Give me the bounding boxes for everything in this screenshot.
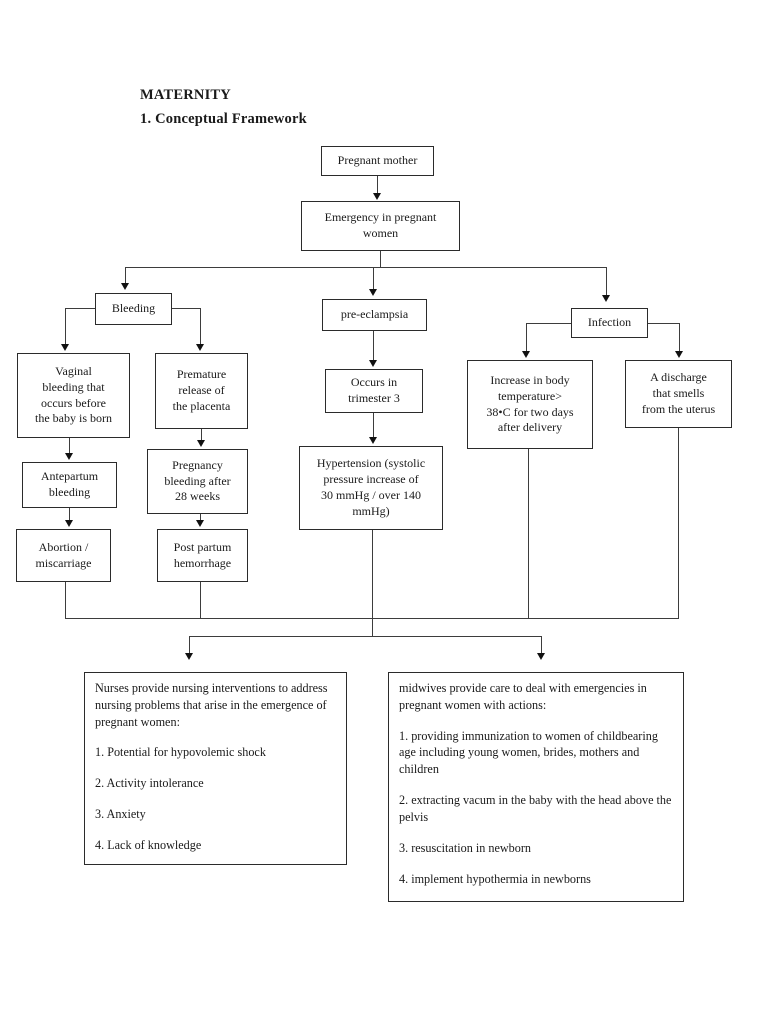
arrow-down-icon: [197, 440, 205, 447]
nurses-intro: Nurses provide nursing interventions to …: [95, 681, 328, 729]
arrow-down-icon: [65, 453, 73, 460]
arrow-down-icon: [369, 289, 377, 296]
connector-line: [200, 582, 201, 618]
arrow-down-icon: [369, 360, 377, 367]
connector-line: [380, 251, 381, 268]
connector-line: [65, 582, 66, 618]
connector-line: [201, 429, 202, 440]
connector-line: [541, 636, 542, 653]
connector-line: [373, 413, 374, 437]
connector-line: [679, 323, 680, 351]
node-infection: Infection: [571, 308, 648, 338]
midwives-item-3: 3. resuscitation in newborn: [399, 840, 532, 855]
connector-line: [69, 508, 70, 520]
connector-line: [372, 530, 373, 636]
node-pregnancy-bleeding-28-weeks: Pregnancy bleeding after 28 weeks: [147, 449, 248, 514]
node-abortion-miscarriage: Abortion / miscarriage: [16, 529, 111, 582]
connector-line: [69, 438, 70, 453]
connector-line: [189, 636, 190, 653]
document-title: MATERNITY: [140, 87, 231, 103]
arrow-down-icon: [61, 344, 69, 351]
arrow-down-icon: [373, 193, 381, 200]
connector-line: [65, 308, 95, 309]
nurses-interventions-box: Nurses provide nursing interventions to …: [84, 672, 347, 865]
nurses-item-2: 2. Activity intolerance: [95, 776, 204, 791]
midwives-intro: midwives provide care to deal with emerg…: [399, 681, 647, 712]
node-pregnant-mother: Pregnant mother: [321, 146, 434, 176]
arrow-down-icon: [602, 295, 610, 302]
arrow-down-icon: [675, 351, 683, 358]
connector-line: [125, 268, 126, 283]
arrow-down-icon: [65, 520, 73, 527]
nurses-item-3: 3. Anxiety: [95, 807, 146, 822]
node-postpartum-hemorrhage: Post partum hemorrhage: [157, 529, 248, 582]
node-vaginal-bleeding: Vaginal bleeding that occurs before the …: [17, 353, 130, 438]
connector-line: [528, 449, 529, 618]
section-heading: 1. Conceptual Framework: [140, 111, 307, 127]
arrow-down-icon: [196, 520, 204, 527]
connector-line: [648, 323, 679, 324]
connector-line: [678, 428, 679, 618]
midwives-item-1: 1. providing immunization to women of ch…: [399, 728, 658, 777]
connector-line: [526, 323, 571, 324]
midwives-item-4: 4. implement hypothermia in newborns: [399, 871, 591, 886]
node-pre-eclampsia: pre-eclampsia: [322, 299, 427, 331]
connector-line: [65, 308, 66, 344]
arrow-down-icon: [185, 653, 193, 660]
midwives-actions-box: midwives provide care to deal with emerg…: [388, 672, 684, 902]
connector-line: [606, 268, 607, 295]
connector-line: [125, 267, 607, 268]
connector-line: [526, 323, 527, 351]
arrow-down-icon: [522, 351, 530, 358]
connector-line: [373, 268, 374, 289]
midwives-item-2: 2. extracting vacum in the baby with the…: [399, 793, 672, 824]
node-premature-release-placenta: Premature release of the placenta: [155, 353, 248, 429]
connector-line: [200, 514, 201, 520]
connector-line: [200, 308, 201, 344]
arrow-down-icon: [369, 437, 377, 444]
node-body-temperature-increase: Increase in body temperature> 38•C for t…: [467, 360, 593, 449]
connector-line: [377, 176, 378, 193]
node-emergency-in-pregnant-women: Emergency in pregnant women: [301, 201, 460, 251]
node-hypertension: Hypertension (systolic pressure increase…: [299, 446, 443, 530]
node-bleeding: Bleeding: [95, 293, 172, 325]
connector-line: [189, 636, 542, 637]
node-antepartum-bleeding: Antepartum bleeding: [22, 462, 117, 508]
arrow-down-icon: [121, 283, 129, 290]
node-uterus-discharge: A discharge that smells from the uterus: [625, 360, 732, 428]
arrow-down-icon: [537, 653, 545, 660]
connector-line: [172, 308, 200, 309]
connector-line: [65, 618, 679, 619]
connector-line: [373, 331, 374, 360]
arrow-down-icon: [196, 344, 204, 351]
node-occurs-trimester-3: Occurs in trimester 3: [325, 369, 423, 413]
nurses-item-1: 1. Potential for hypovolemic shock: [95, 745, 266, 760]
nurses-item-4: 4. Lack of knowledge: [95, 837, 202, 852]
